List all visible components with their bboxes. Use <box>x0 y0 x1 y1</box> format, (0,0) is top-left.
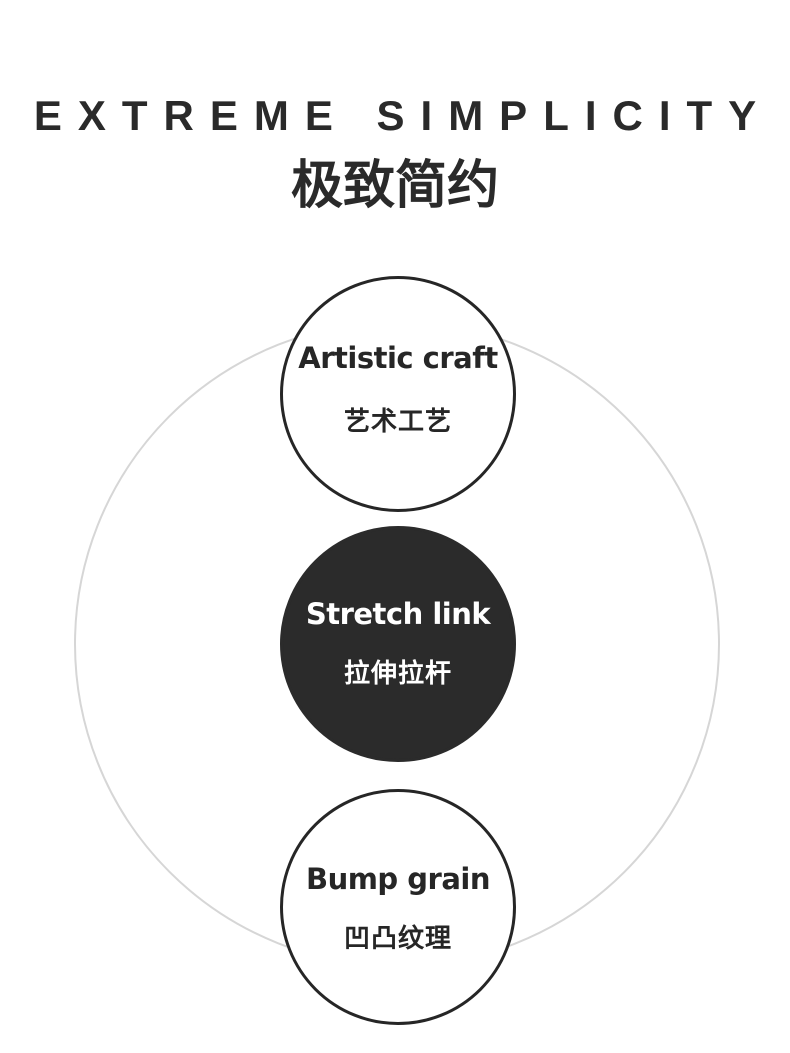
node-artistic-craft: Artistic craft 艺术工艺 <box>280 276 516 512</box>
node-label-chinese: 凹凸纹理 <box>343 924 452 954</box>
node-label-english: Artistic craft <box>298 341 498 375</box>
heading-chinese: 极致简约 <box>290 156 499 216</box>
node-label-english: Stretch link <box>305 597 491 631</box>
node-label-chinese: 拉伸拉杆 <box>343 659 452 689</box>
node-label-english: Bump grain <box>305 862 491 896</box>
node-stretch-link: Stretch link 拉伸拉杆 <box>280 526 516 762</box>
node-bump-grain: Bump grain 凹凸纹理 <box>280 789 516 1025</box>
heading-english: EXTREME SIMPLICITY <box>33 92 773 139</box>
node-label-chinese: 艺术工艺 <box>343 407 452 437</box>
